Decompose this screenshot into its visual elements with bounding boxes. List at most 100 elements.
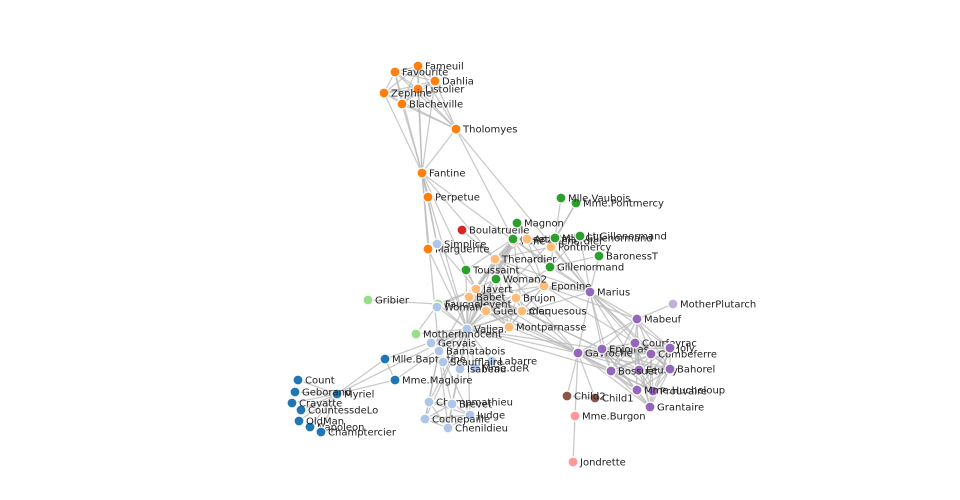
node-Bossuet[interactable]: Bossuet	[605, 365, 658, 378]
node-Simplice[interactable]: Simplice	[431, 238, 486, 251]
node-circle[interactable]	[433, 345, 445, 357]
node-circle[interactable]	[549, 232, 561, 244]
node-circle[interactable]	[396, 98, 408, 110]
node-circle[interactable]	[647, 385, 659, 397]
node-circle[interactable]	[410, 328, 422, 340]
node-circle[interactable]	[456, 224, 468, 236]
node-circle[interactable]	[429, 75, 441, 87]
node-Toussaint[interactable]: Toussaint	[460, 264, 520, 277]
node-Perpetue[interactable]: Perpetue	[422, 191, 480, 204]
node-Marius[interactable]: Marius	[584, 286, 630, 299]
node-circle[interactable]	[490, 273, 502, 285]
node-Mlle.Vaubois[interactable]: Mlle.Vaubois	[555, 192, 631, 205]
node-circle[interactable]	[464, 409, 476, 421]
node-circle[interactable]	[574, 230, 586, 242]
node-Brujon[interactable]: Brujon	[510, 292, 556, 305]
node-Cosette[interactable]: Cosette	[507, 233, 558, 246]
node-Cochepaille[interactable]: Cochepaille	[419, 413, 490, 426]
node-Fantine[interactable]: Fantine	[416, 167, 466, 180]
node-Child1[interactable]: Child1	[589, 392, 634, 405]
node-Magnon[interactable]: Magnon	[511, 217, 564, 230]
node-Eponine[interactable]: Eponine	[538, 280, 591, 293]
node-Bahorel[interactable]: Bahorel	[664, 363, 715, 376]
node-circle[interactable]	[507, 233, 519, 245]
node-Woman2[interactable]: Woman2	[490, 273, 547, 286]
node-MotherPlutarch[interactable]: MotherPlutarch	[667, 298, 756, 311]
node-Count[interactable]: Count	[292, 374, 335, 387]
node-Blacheville[interactable]: Blacheville	[396, 98, 463, 111]
node-circle[interactable]	[331, 388, 343, 400]
node-Mme.Burgon[interactable]: Mme.Burgon	[569, 410, 646, 423]
node-circle[interactable]	[605, 365, 617, 377]
node-circle[interactable]	[289, 386, 301, 398]
node-Mabeuf[interactable]: Mabeuf	[631, 313, 682, 326]
node-Montparnasse[interactable]: Montparnasse	[503, 321, 586, 334]
node-circle[interactable]	[419, 413, 431, 425]
node-Tholomyes[interactable]: Tholomyes	[450, 123, 517, 136]
node-Cravatte[interactable]: Cravatte	[286, 397, 342, 410]
node-Mme.Hucheloup[interactable]: Mme.Hucheloup	[631, 384, 725, 397]
node-circle[interactable]	[567, 456, 579, 468]
node-circle[interactable]	[510, 292, 522, 304]
node-BaronessT[interactable]: BaronessT	[593, 250, 659, 263]
node-circle[interactable]	[584, 286, 596, 298]
node-circle[interactable]	[545, 241, 557, 253]
node-Scaufflaire[interactable]: Scaufflaire	[437, 356, 503, 369]
node-circle[interactable]	[470, 283, 482, 295]
node-circle[interactable]	[422, 243, 434, 255]
node-circle[interactable]	[293, 415, 305, 427]
node-Babet[interactable]: Babet	[463, 291, 505, 304]
node-Feuilly[interactable]: Feuilly	[633, 364, 678, 377]
node-Napoleon[interactable]: Napoleon	[304, 421, 364, 434]
node-OldMan[interactable]: OldMan	[293, 415, 344, 428]
node-Thenardier[interactable]: Thenardier	[489, 253, 557, 266]
node-circle[interactable]	[362, 294, 374, 306]
node-circle[interactable]	[412, 83, 424, 95]
node-Geborand[interactable]: Geborand	[289, 386, 351, 399]
node-CountessdeLo[interactable]: CountessdeLo	[295, 404, 378, 417]
node-circle[interactable]	[631, 313, 643, 325]
node-Champtercier[interactable]: Champtercier	[315, 426, 397, 439]
node-Myriel[interactable]: Myriel	[331, 388, 374, 401]
node-circle[interactable]	[304, 421, 316, 433]
node-Mlle.Gillenormand[interactable]: Mlle.Gillenormand	[549, 232, 653, 245]
node-circle[interactable]	[629, 337, 641, 349]
node-Champmathieu[interactable]: Champmathieu	[423, 396, 513, 409]
node-circle[interactable]	[431, 238, 443, 250]
node-circle[interactable]	[516, 305, 528, 317]
node-circle[interactable]	[292, 374, 304, 386]
node-circle[interactable]	[295, 404, 307, 416]
node-circle[interactable]	[431, 301, 443, 313]
node-Jondrette[interactable]: Jondrette	[567, 456, 626, 469]
node-MotherInnocent[interactable]: MotherInnocent	[410, 328, 502, 341]
node-Brevet[interactable]: Brevet	[446, 398, 492, 411]
node-circle[interactable]	[460, 264, 472, 276]
node-circle[interactable]	[633, 364, 645, 376]
node-Gervais[interactable]: Gervais	[425, 337, 476, 350]
node-circle[interactable]	[561, 390, 573, 402]
node-Boulatruelle[interactable]: Boulatruelle	[456, 224, 529, 237]
node-Joly[interactable]: Joly	[664, 342, 695, 355]
node-Dahlia[interactable]: Dahlia	[429, 75, 474, 88]
node-circle[interactable]	[555, 192, 567, 204]
node-circle[interactable]	[461, 323, 473, 335]
node-circle[interactable]	[425, 337, 437, 349]
node-circle[interactable]	[286, 397, 298, 409]
node-circle[interactable]	[446, 398, 458, 410]
node-circle[interactable]	[480, 305, 492, 317]
node-Gillenormand[interactable]: Gillenormand	[544, 261, 624, 274]
node-Zephine[interactable]: Zephine	[378, 87, 432, 100]
node-Enjolras[interactable]: Enjolras	[596, 343, 649, 356]
node-Judge[interactable]: Judge	[464, 409, 505, 422]
node-circle[interactable]	[422, 191, 434, 203]
node-circle[interactable]	[423, 396, 435, 408]
node-Mlle.Baptistine[interactable]: Mlle.Baptistine	[379, 353, 466, 366]
node-circle[interactable]	[454, 363, 466, 375]
node-circle[interactable]	[489, 253, 501, 265]
node-Mme.deR[interactable]: Mme.deR	[469, 362, 529, 375]
node-Combeferre[interactable]: Combeferre	[645, 348, 717, 361]
node-circle[interactable]	[664, 363, 676, 375]
node-Grantaire[interactable]: Grantaire	[644, 401, 704, 414]
node-Fameuil[interactable]: Fameuil	[412, 60, 464, 73]
node-Woman1[interactable]: Woman1	[431, 301, 488, 314]
